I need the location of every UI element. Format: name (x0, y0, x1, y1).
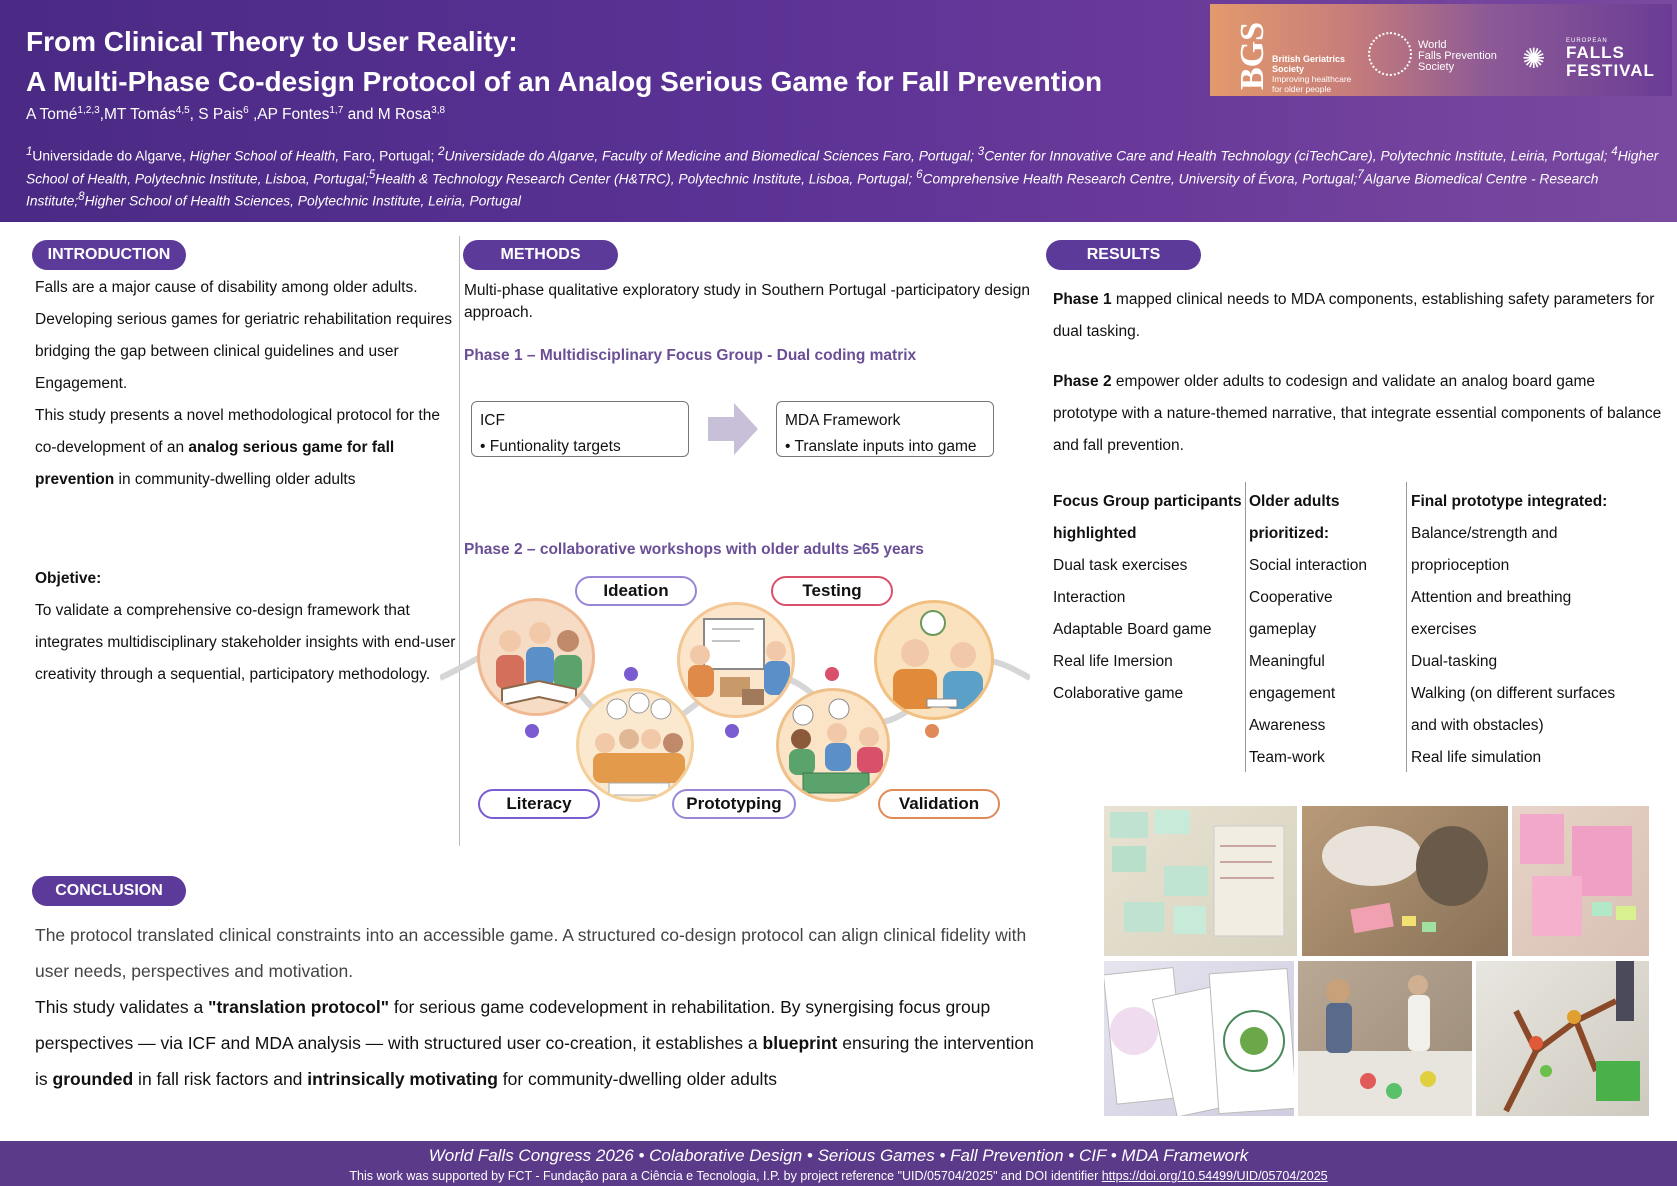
results-col-final-prototype: Final prototype integrated: Balance/stre… (1411, 486, 1641, 774)
conclusion-p2: This study validates a "translation prot… (35, 997, 1034, 1089)
photo-tree-game-mat (1476, 961, 1649, 1116)
literacy-illustration (477, 598, 595, 716)
board-game-play-icon (789, 698, 883, 794)
list-item: Interaction (1053, 589, 1126, 606)
validation-illustration (874, 600, 994, 720)
affiliations: 1Universidade do Algarve, Higher School … (26, 146, 1659, 209)
wave-dot (525, 724, 539, 738)
pink-notes-image (1520, 814, 1636, 936)
column-divider (1245, 482, 1246, 772)
list-item: Walking (on different surfaces and with … (1411, 685, 1616, 734)
methods-intro: Multi-phase qualitative exploratory stud… (464, 282, 1031, 321)
reading-group-icon (496, 622, 582, 707)
list-item: Team-work (1249, 749, 1325, 766)
photo-sticky-notes-board (1104, 806, 1297, 956)
photo-game-booklets (1104, 961, 1294, 1116)
wave-dot (925, 724, 939, 738)
game-booklet-image (1104, 967, 1294, 1116)
author-list: A Tomé1,2,3,MT Tomás4,5, S Pais6 ,AP Fon… (26, 105, 446, 124)
arrow-right-icon (708, 403, 758, 455)
list-item: Dual-tasking (1411, 653, 1498, 670)
list-item: Real life Imersion (1053, 653, 1173, 670)
list-item: Dual task exercises (1053, 557, 1188, 574)
stage-prototyping: Prototyping (672, 789, 796, 819)
stage-ideation: Ideation (575, 576, 697, 606)
results-phase2: Phase 2 empower older adults to codesign… (1053, 373, 1662, 454)
prototype-building-icon (688, 618, 790, 705)
objective-block: Objetive: To validate a comprehensive co… (35, 570, 456, 683)
swoosh-icon: ✺ (1522, 43, 1546, 74)
poster-title: From Clinical Theory to User Reality: A … (26, 26, 1103, 97)
photo-balance-exercise (1298, 961, 1472, 1116)
ideation-illustration (576, 688, 694, 802)
icf-box: ICF • Funtionality targets (471, 401, 689, 457)
column-divider (459, 236, 460, 846)
list-item: Colaborative game (1053, 685, 1184, 702)
testing-illustration (776, 688, 890, 802)
workshop-floor-image (1322, 826, 1488, 934)
conclusion-heading: CONCLUSION (32, 876, 186, 906)
list-item: Social interaction (1249, 557, 1368, 574)
list-item: Attention and breathing exercises (1411, 589, 1572, 638)
photo-workshop-floor (1302, 806, 1508, 956)
results-col-older-adults: Older adults prioritized: Social interac… (1249, 486, 1399, 774)
phase2-title: Phase 2 – collaborative workshops with o… (464, 541, 924, 558)
results-col-focus-group: Focus Group participants highlighted Dua… (1053, 486, 1243, 710)
thumbs-up-icon (893, 610, 983, 709)
introduction-heading: INTRODUCTION (32, 240, 186, 270)
list-item: Balance/strength and proprioception (1411, 525, 1558, 574)
tree-game-mat-image (1503, 961, 1640, 1113)
photo-pink-notes (1512, 806, 1649, 956)
phase1-title: Phase 1 – Multidisciplinary Focus Group … (464, 347, 917, 364)
methods-heading: METHODS (463, 240, 618, 270)
list-item: Meaningful engagement (1249, 653, 1336, 702)
stage-testing: Testing (771, 576, 893, 606)
poster-footer: World Falls Congress 2026 • Colaborative… (0, 1141, 1677, 1186)
stage-literacy: Literacy (478, 789, 600, 819)
mda-box: MDA Framework • Translate inputs into ga… (776, 401, 994, 457)
prototyping-illustration (677, 602, 795, 718)
globe-icon (1368, 32, 1412, 76)
results-phase1: Phase 1 mapped clinical needs to MDA com… (1053, 291, 1655, 340)
conclusion-p1: The protocol translated clinical constra… (35, 925, 1027, 981)
wave-dot (825, 667, 839, 681)
stage-validation: Validation (878, 789, 1000, 819)
wave-dot (725, 724, 739, 738)
list-item: Awareness (1249, 717, 1326, 734)
brainstorm-group-icon (593, 692, 685, 796)
introduction-text: Falls are a major cause of disability am… (35, 279, 452, 488)
column-divider (1406, 482, 1407, 772)
list-item: Real life simulation (1411, 749, 1542, 766)
doi-link[interactable]: https://doi.org/10.54499/UID/05704/2025 (1101, 1169, 1328, 1183)
list-item: Adaptable Board game (1053, 621, 1212, 638)
sticky-notes-image (1110, 810, 1285, 937)
wave-dot (624, 667, 638, 681)
poster-header: From Clinical Theory to User Reality: A … (0, 0, 1677, 222)
balance-exercise-image (1298, 975, 1472, 1116)
results-heading: RESULTS (1046, 240, 1201, 270)
list-item: Cooperative gameplay (1249, 589, 1333, 638)
